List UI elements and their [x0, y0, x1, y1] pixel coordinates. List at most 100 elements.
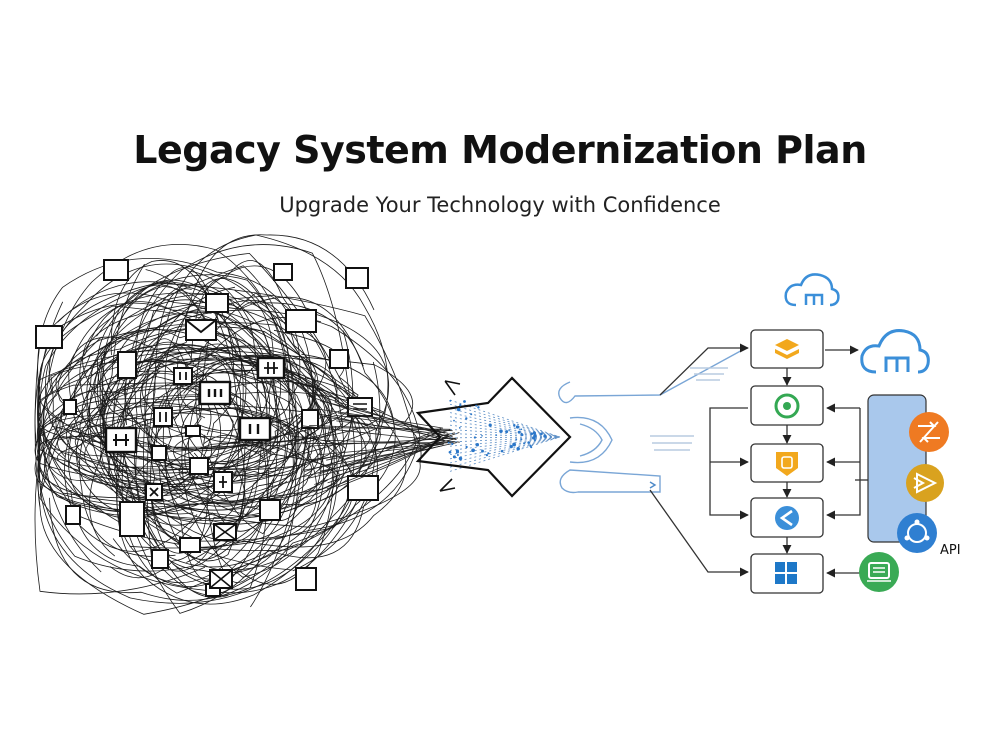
arrow-ray [449, 436, 561, 447]
tangle-strand [43, 326, 359, 470]
converging-line [326, 432, 455, 461]
tangle-strand [125, 358, 378, 568]
arrow-outline [415, 376, 572, 498]
data-particle [513, 423, 516, 427]
converging-line [320, 400, 442, 435]
data-particle [500, 449, 504, 453]
tangle-strand [37, 405, 338, 520]
data-particle [449, 399, 452, 402]
arrow-ray [449, 436, 561, 451]
data-particle [458, 427, 461, 429]
legacy-box [189, 457, 209, 475]
tangle-strand [188, 301, 298, 608]
data-particle [520, 438, 523, 441]
data-particle [456, 407, 461, 412]
data-particle [488, 423, 492, 427]
mail-icon [213, 523, 237, 541]
arrow-ray [449, 436, 561, 443]
legacy-box [119, 501, 145, 537]
arrow-ray [449, 399, 561, 438]
data-particle [470, 413, 473, 416]
legacy-box [117, 351, 137, 379]
control-panel-icon [153, 407, 173, 427]
data-particle [532, 436, 536, 440]
data-particle [481, 434, 483, 437]
data-particles [447, 399, 547, 461]
data-particle [487, 452, 490, 455]
legacy-box [151, 445, 167, 461]
legacy-box [103, 259, 129, 281]
data-particle [515, 438, 518, 441]
tangle-lines [34, 234, 422, 615]
data-particle [527, 441, 531, 444]
legacy-boxes [35, 259, 379, 597]
service-box-grid [750, 553, 824, 594]
converging-line [336, 433, 450, 488]
control-panel-icon [173, 367, 193, 385]
data-particle [517, 430, 521, 434]
flow-curve [558, 347, 747, 404]
legacy-box [65, 505, 81, 525]
legacy-box [347, 475, 379, 501]
tangle-strand [37, 282, 417, 552]
tangle-strand [38, 407, 297, 505]
data-particle [447, 441, 450, 444]
data-particle [459, 404, 462, 407]
converging-line [318, 427, 442, 475]
legacy-box [285, 309, 317, 333]
monitor-icon [859, 552, 899, 592]
tangle-strand [64, 299, 300, 552]
legacy-box [345, 267, 369, 289]
tangle-strand [50, 360, 332, 450]
data-particle [520, 428, 523, 431]
data-particle [520, 433, 524, 437]
arrow-ray [449, 436, 561, 464]
data-particle [509, 444, 513, 449]
control-panel-icon [213, 471, 233, 493]
arrow-ray [449, 436, 561, 472]
data-particle [543, 434, 547, 438]
arrow-ray [449, 436, 561, 460]
service-box-refresh [750, 385, 824, 426]
flow-tab [559, 469, 661, 494]
tangle-strand [39, 309, 421, 549]
page-title: Legacy System Modernization Plan [133, 128, 867, 172]
legacy-box [273, 263, 293, 281]
data-particle [456, 454, 459, 456]
control-panel-icon [198, 380, 232, 406]
service-box-share [750, 497, 824, 538]
shuffle-icon [909, 412, 949, 452]
data-particle [532, 431, 537, 435]
play-icon [906, 464, 944, 502]
tangle-strand [37, 336, 263, 468]
transformation-arrow [300, 376, 572, 498]
tangle-strand [162, 354, 335, 585]
arrow-ray [449, 436, 561, 439]
control-panel-icon [104, 426, 138, 454]
arrow-ray [449, 420, 561, 438]
converging-line [337, 412, 449, 434]
service-box-database [750, 443, 824, 483]
mail-icon [209, 569, 233, 589]
data-particle [448, 450, 452, 454]
tangle-strand [75, 418, 212, 481]
arrow-ray [449, 429, 561, 438]
converging-line [326, 435, 451, 490]
service-box-layers [750, 329, 824, 369]
control-panel-icon [238, 416, 272, 442]
arrow-ray [449, 424, 561, 438]
api-label: API [940, 543, 961, 558]
cloud-icon [860, 329, 930, 374]
converging-line [309, 425, 453, 432]
tangle-strand [68, 407, 324, 496]
control-panel-icon [256, 356, 286, 380]
tangle-strand [34, 302, 345, 595]
legacy-box [205, 293, 229, 313]
data-particle [540, 432, 543, 436]
data-particle [516, 447, 520, 451]
data-particle [465, 417, 468, 420]
tangle-strand [165, 360, 362, 516]
cloud-icon [784, 273, 840, 307]
arrow-ray [449, 408, 561, 438]
